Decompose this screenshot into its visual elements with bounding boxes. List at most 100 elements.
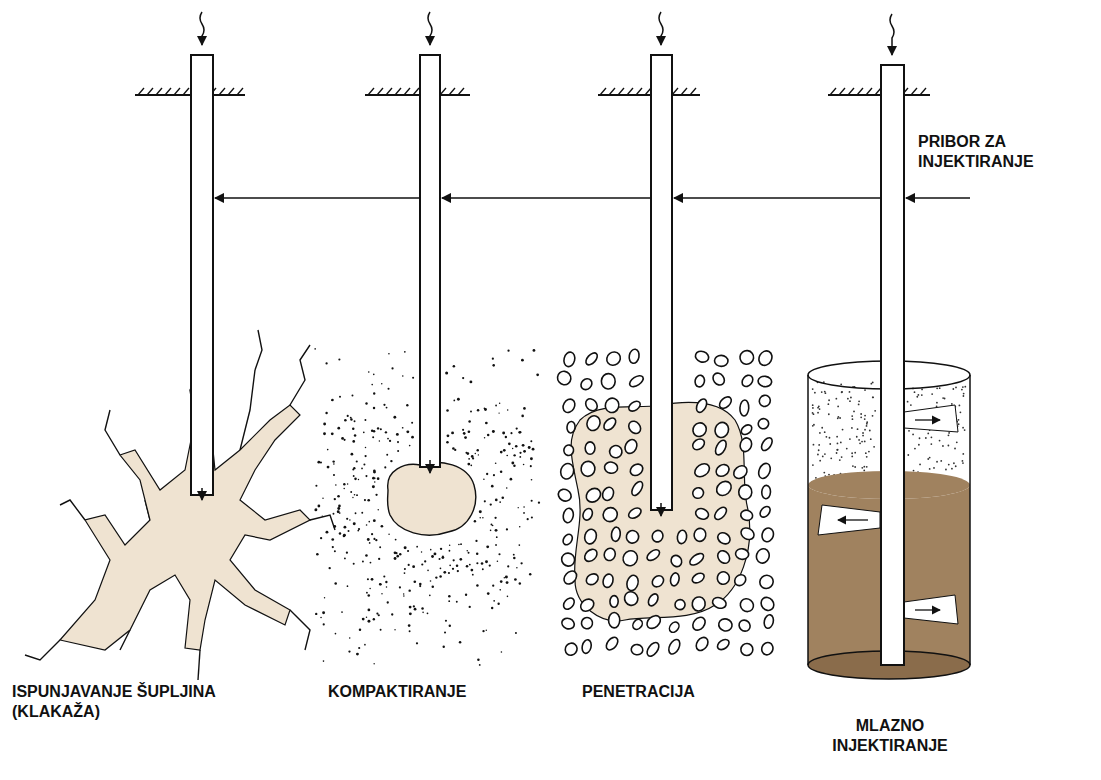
soil-dot: [331, 538, 334, 541]
soil-dot: [490, 530, 492, 532]
soil-dot: [523, 512, 525, 514]
hatch-stroke: [395, 88, 401, 95]
soil-dot: [369, 542, 371, 544]
pebble: [584, 351, 600, 367]
soil-dot: [389, 440, 391, 442]
soil-dot: [354, 494, 356, 496]
soil-dot: [361, 512, 363, 514]
soil-dot: [365, 455, 367, 457]
pebble: [694, 374, 706, 388]
soil-dot: [367, 578, 369, 580]
soil-dot: [387, 438, 389, 440]
soil-dot: [386, 407, 388, 409]
soil-dot: [479, 510, 482, 513]
sand-dot: [945, 469, 947, 471]
sand-dot: [818, 444, 820, 446]
soil-dot: [366, 524, 368, 526]
soil-dot: [532, 448, 535, 451]
soil-dot: [371, 533, 373, 535]
hatch-stroke: [404, 88, 410, 95]
soil-dot: [358, 647, 360, 649]
soil-dot: [493, 600, 495, 602]
sand-dot: [861, 467, 863, 469]
soil-dot: [422, 612, 424, 614]
soil-dot: [411, 436, 414, 439]
sand-dot: [846, 448, 848, 450]
sand-dot: [863, 466, 865, 468]
soil-dot: [384, 466, 386, 468]
soil-dot: [373, 392, 375, 394]
pebble: [583, 528, 598, 545]
sand-dot: [817, 412, 819, 414]
soil-dot: [475, 453, 476, 454]
soil-dot: [477, 449, 479, 451]
soil-dot: [538, 502, 540, 504]
sand-dot: [866, 466, 868, 468]
soil-dot: [445, 371, 448, 374]
soil-dot: [457, 398, 460, 401]
soil-dot: [325, 412, 327, 414]
soil-dot: [519, 526, 521, 528]
soil-dot: [536, 373, 539, 376]
sand-dot: [824, 431, 826, 433]
soil-dot: [324, 597, 325, 598]
sand-dot: [872, 396, 874, 398]
sand-dot: [849, 391, 851, 393]
sand-dot: [936, 461, 938, 463]
pebble: [630, 480, 645, 498]
hatch-stroke: [156, 88, 162, 95]
sand-dot: [952, 388, 954, 390]
soil-dot: [416, 642, 418, 644]
soil-dot: [466, 565, 469, 568]
pebble: [694, 397, 708, 414]
soil-dot: [368, 371, 370, 373]
soil-dot: [486, 545, 489, 548]
soil-dot: [440, 567, 442, 569]
soil-dot: [372, 485, 375, 488]
soil-dot: [477, 409, 480, 412]
sand-dot: [910, 404, 912, 406]
soil-dot: [314, 348, 316, 350]
soil-dot: [416, 546, 418, 548]
soil-dot: [485, 422, 488, 425]
sand-dot: [852, 465, 854, 467]
soil-dot: [486, 473, 488, 475]
sand-dot: [942, 445, 944, 447]
sand-dot: [812, 388, 814, 390]
soil-dot: [362, 560, 364, 562]
soil-dot: [479, 517, 481, 519]
pebble: [604, 349, 623, 368]
soil-dot: [356, 460, 358, 462]
pebble: [667, 620, 680, 634]
sand-dot: [864, 418, 866, 420]
sand-dot: [963, 395, 965, 397]
hatch-stroke: [911, 88, 917, 95]
pebble: [631, 644, 644, 656]
soil-dot: [508, 442, 511, 445]
pebble: [555, 369, 574, 388]
hatch-stroke: [228, 88, 234, 95]
sand-dot: [958, 419, 960, 421]
soil-dot: [531, 479, 533, 481]
soil-dot: [458, 544, 460, 546]
soil-dot: [506, 528, 508, 530]
soil-dot: [334, 498, 336, 500]
soil-dot: [333, 463, 335, 465]
soil-dot: [506, 487, 508, 489]
pebble: [563, 444, 575, 456]
soil-dot: [463, 432, 466, 435]
sand-dot: [931, 436, 933, 438]
pebble: [628, 373, 645, 388]
soil-dot: [412, 377, 414, 379]
sand-dot: [851, 452, 853, 454]
pebble: [712, 505, 728, 521]
method-label: PENETRACIJA: [582, 682, 752, 702]
pebble: [584, 486, 604, 505]
sand-dot: [827, 403, 829, 405]
soil-dot: [482, 568, 484, 570]
tool-label: PRIBOR ZA INJEKTIRANJE: [918, 132, 1096, 172]
sand-dot: [866, 421, 868, 423]
sand-dot: [829, 437, 831, 439]
soil-dot: [409, 612, 412, 615]
soil-dot: [530, 465, 532, 467]
